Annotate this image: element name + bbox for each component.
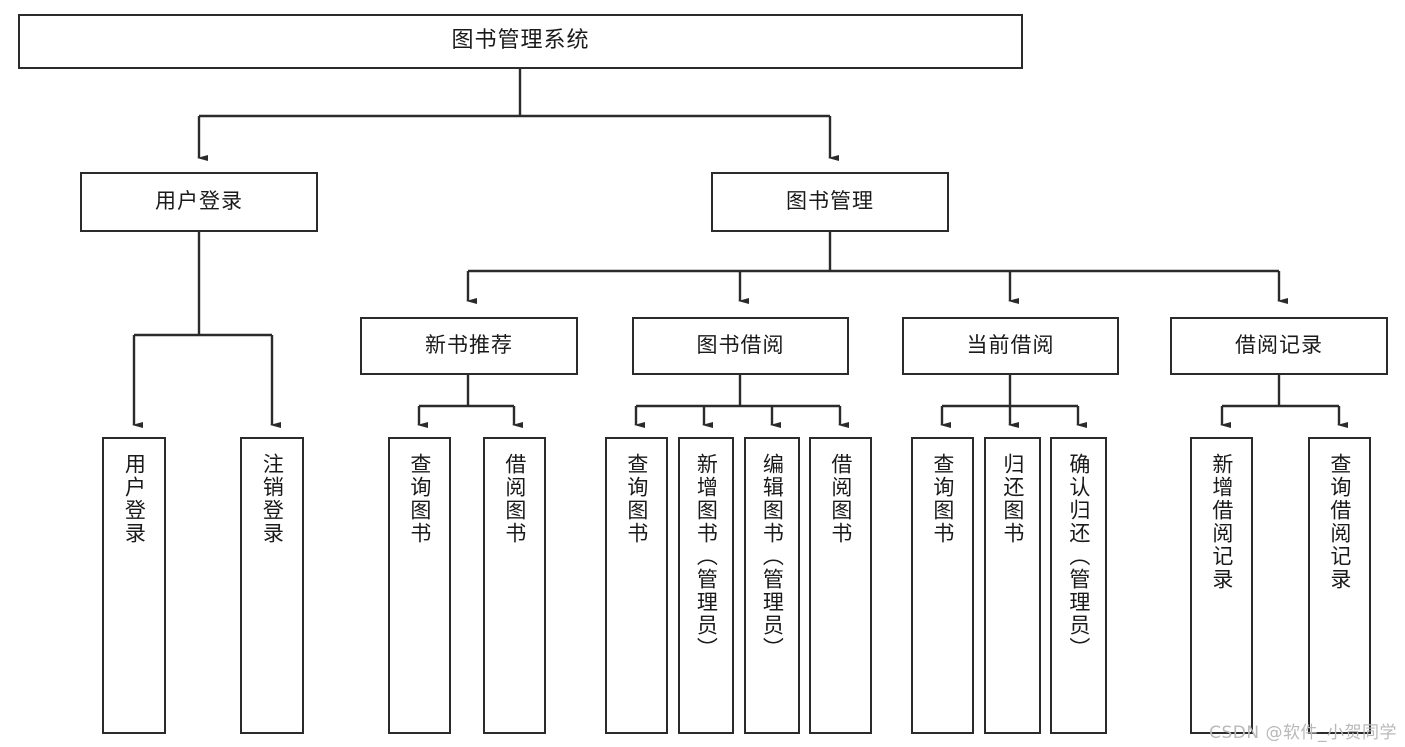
node-label: 当前借阅 — [966, 333, 1055, 358]
node-label: 查询图书 — [407, 453, 432, 545]
node-label: 借阅图书 — [502, 453, 527, 545]
node-label: 查询借阅记录 — [1327, 453, 1352, 591]
node-label: 查询图书 — [624, 453, 649, 545]
node-label: 图书管理系统 — [451, 28, 590, 54]
leaf-new-book-borrow[interactable]: 借阅图书 — [483, 437, 546, 734]
leaf-record-query-record[interactable]: 查询借阅记录 — [1308, 437, 1371, 734]
node-label: 用户登录 — [155, 189, 243, 214]
leaf-borrow-borrow-book[interactable]: 借阅图书 — [809, 437, 872, 734]
node-root-system[interactable]: 图书管理系统 — [18, 14, 1023, 69]
leaf-user-login-logout[interactable]: 注销登录 — [240, 437, 304, 734]
node-label: 归还图书 — [1000, 453, 1025, 545]
node-book-management[interactable]: 图书管理 — [711, 172, 949, 232]
leaf-record-add-record[interactable]: 新增借阅记录 — [1190, 437, 1253, 734]
leaf-user-login-login[interactable]: 用户登录 — [102, 437, 166, 734]
node-label: 借阅图书 — [828, 453, 853, 545]
node-label: 图书管理 — [786, 189, 874, 214]
node-label: 用户登录 — [122, 453, 147, 545]
node-label: 新书推荐 — [425, 333, 513, 358]
node-label: 借阅记录 — [1235, 333, 1323, 358]
node-label: 查询图书 — [930, 453, 955, 545]
leaf-current-confirm-return-admin[interactable]: 确认归还（管理员） — [1050, 437, 1107, 734]
node-label: 新增借阅记录 — [1209, 453, 1234, 591]
csdn-watermark: CSDN @软件_小贺同学 — [1209, 723, 1397, 743]
node-label: 图书借阅 — [696, 333, 785, 358]
node-label: 注销登录 — [260, 453, 285, 545]
node-new-book-recommend[interactable]: 新书推荐 — [360, 317, 578, 375]
node-current-borrow[interactable]: 当前借阅 — [902, 317, 1119, 375]
leaf-borrow-edit-book-admin[interactable]: 编辑图书（管理员） — [744, 437, 800, 734]
node-borrow-record[interactable]: 借阅记录 — [1170, 317, 1388, 375]
leaf-borrow-add-book-admin[interactable]: 新增图书（管理员） — [678, 437, 734, 734]
node-label: 确认归还（管理员） — [1066, 453, 1091, 660]
node-label: 编辑图书（管理员） — [760, 453, 785, 660]
node-book-borrow[interactable]: 图书借阅 — [632, 317, 849, 375]
leaf-new-book-query[interactable]: 查询图书 — [388, 437, 451, 734]
leaf-current-query-book[interactable]: 查询图书 — [911, 437, 974, 734]
node-user-login[interactable]: 用户登录 — [80, 172, 318, 232]
node-label: 新增图书（管理员） — [694, 453, 719, 660]
leaf-borrow-query-book[interactable]: 查询图书 — [605, 437, 668, 734]
leaf-current-return-book[interactable]: 归还图书 — [984, 437, 1041, 734]
